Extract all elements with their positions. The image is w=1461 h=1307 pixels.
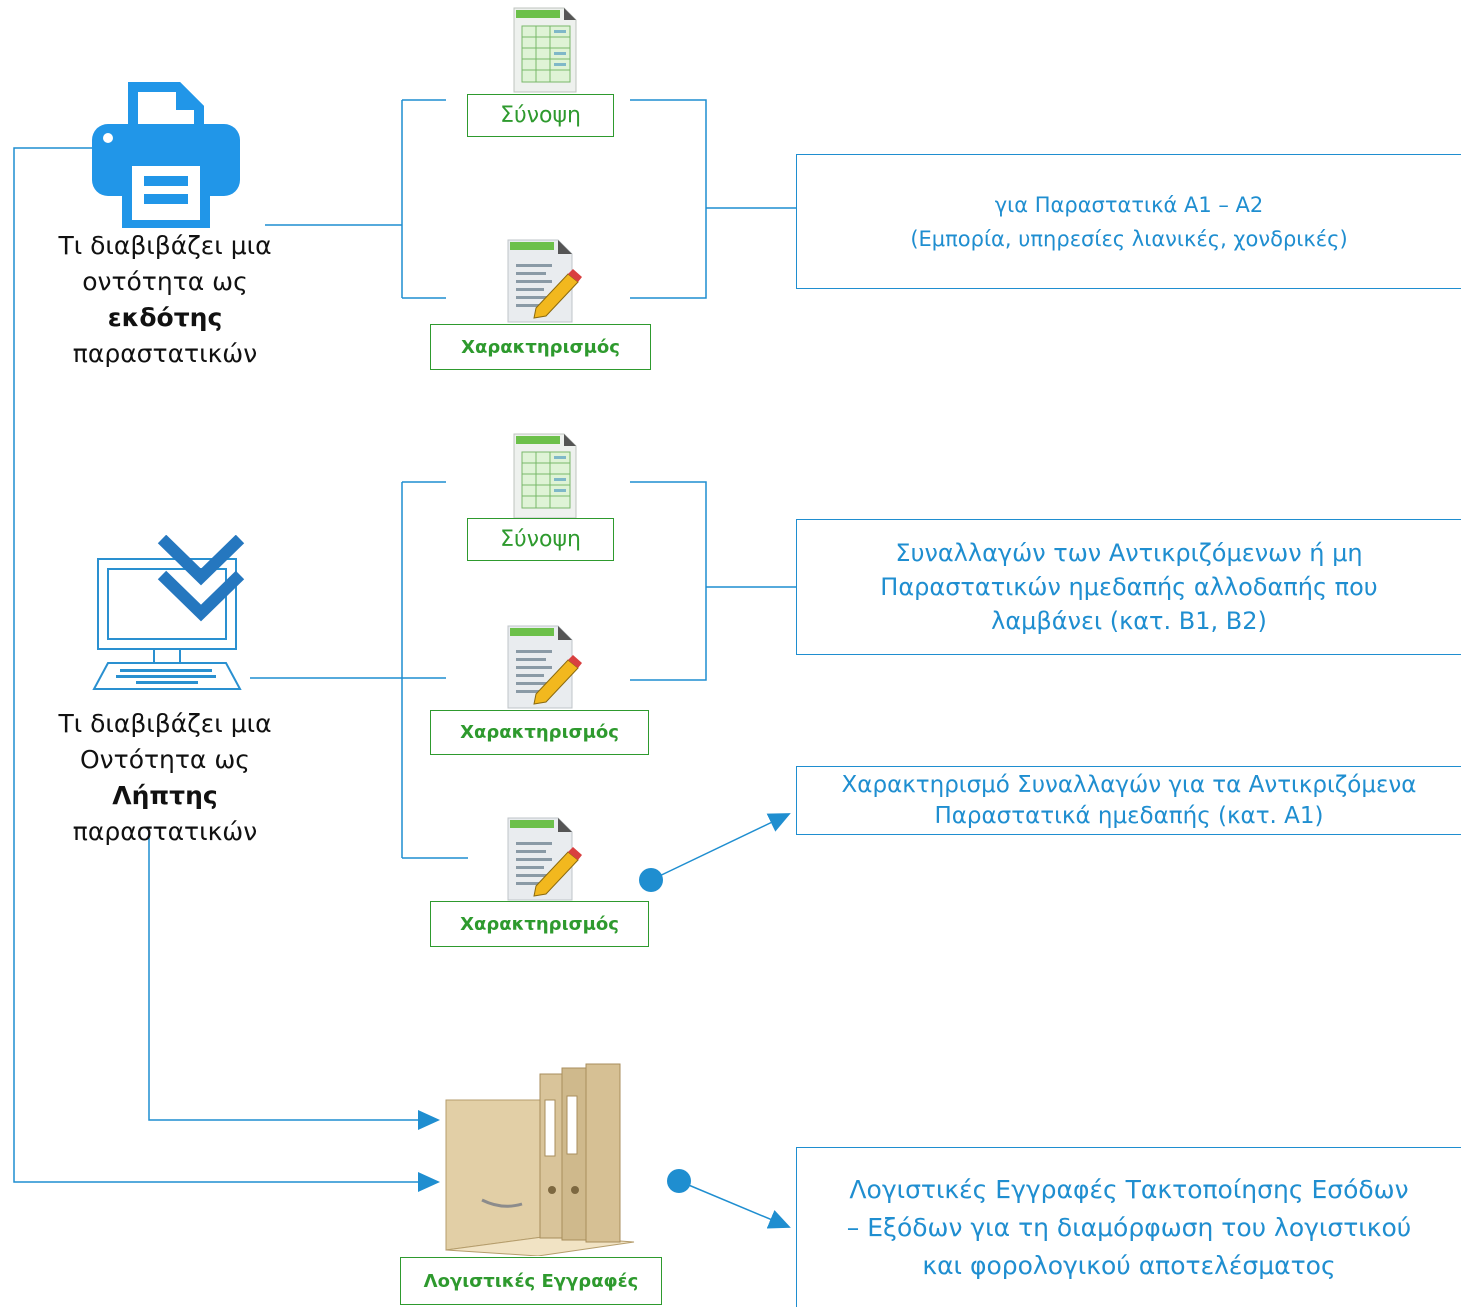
receiver-summary-label: Σύνοψη xyxy=(467,518,614,561)
receiver-right-bracket xyxy=(630,481,796,681)
receiver-to-accounting-line xyxy=(148,832,440,1130)
spreadsheet-icon xyxy=(513,433,577,519)
issuer-description: Τι διαβιβάζει μια οντότητα ως εκδότης πα… xyxy=(55,228,275,372)
receiver-role: Λήπτης xyxy=(112,781,218,810)
binders-icon xyxy=(445,1063,635,1256)
accounting-label: Λογιστικές Εγγραφές xyxy=(400,1257,662,1305)
characterization-dot xyxy=(639,868,663,892)
issuer-to-accounting-line xyxy=(13,147,440,1192)
receiver-bracket xyxy=(250,481,468,859)
issuer-right-bracket xyxy=(630,99,796,299)
accounting-target-box: Λογιστικές Εγγραφές Τακτοποίησης Εσόδων … xyxy=(796,1147,1461,1307)
receiver-line2: Οντότητα ως xyxy=(80,745,250,774)
computer-download-icon xyxy=(92,535,245,690)
receiver-target2-text: Χαρακτηρισμό Συναλλαγών για τα Αντικριζό… xyxy=(841,771,1417,829)
receiver-characterization2-label: Χαρακτηρισμός xyxy=(430,901,649,947)
receiver-target-box: Συναλλαγών των Αντικριζόμενων ή μη Παρασ… xyxy=(796,519,1461,655)
issuer-line1: Τι διαβιβάζει μια xyxy=(58,231,272,260)
issuer-bracket xyxy=(265,99,446,299)
edit-document-icon xyxy=(507,239,582,323)
accounting-dot xyxy=(667,1169,691,1193)
printer-icon xyxy=(92,82,240,228)
issuer-line4: παραστατικών xyxy=(72,339,258,368)
edit-document-icon xyxy=(507,817,582,901)
edit-document-icon xyxy=(507,625,582,709)
receiver-line4: παραστατικών xyxy=(72,817,258,846)
issuer-target-text: για Παραστατικά Α1 – Α2 (Εμπορία, υπηρεσ… xyxy=(910,192,1348,251)
issuer-target-box: για Παραστατικά Α1 – Α2 (Εμπορία, υπηρεσ… xyxy=(796,154,1461,289)
accounting-arrow xyxy=(678,1180,791,1229)
receiver-characterization-label: Χαρακτηρισμός xyxy=(430,710,649,755)
spreadsheet-icon xyxy=(513,7,577,93)
receiver-description: Τι διαβιβάζει μια Οντότητα ως Λήπτης παρ… xyxy=(55,706,275,850)
issuer-summary-label: Σύνοψη xyxy=(467,94,614,137)
issuer-characterization-label: Χαρακτηρισμός xyxy=(430,324,651,370)
receiver-target-text: Συναλλαγών των Αντικριζόμενων ή μη Παρασ… xyxy=(880,539,1378,635)
receiver-target2-box: Χαρακτηρισμό Συναλλαγών για τα Αντικριζό… xyxy=(796,766,1461,835)
issuer-line2: οντότητα ως xyxy=(82,267,248,296)
characterization-arrow xyxy=(650,813,791,881)
receiver-line1: Τι διαβιβάζει μια xyxy=(58,709,272,738)
accounting-target-text: Λογιστικές Εγγραφές Τακτοποίησης Εσόδων … xyxy=(846,1174,1412,1280)
issuer-role: εκδότης xyxy=(107,303,223,332)
